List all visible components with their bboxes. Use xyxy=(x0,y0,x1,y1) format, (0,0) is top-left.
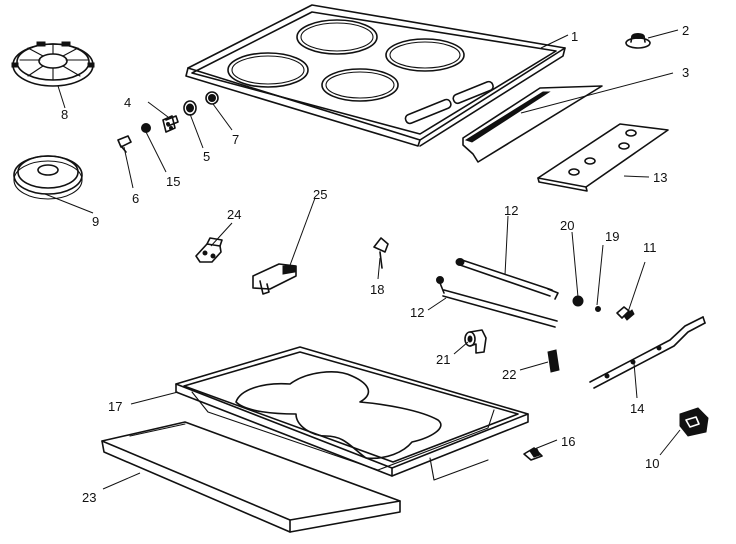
part-7-grommet xyxy=(205,91,219,105)
callout-6: 6 xyxy=(132,191,139,206)
callout-9: 9 xyxy=(92,214,99,229)
part-14-manifold-bar xyxy=(589,316,706,389)
callout-10: 10 xyxy=(645,456,659,471)
part-20-nut xyxy=(572,295,584,307)
callout-16: 16 xyxy=(561,434,575,449)
callout-12-upper: 12 xyxy=(504,203,518,218)
part-15-nut xyxy=(141,123,151,133)
callout-3: 3 xyxy=(682,65,689,80)
part-11-spring xyxy=(616,306,635,321)
part-5-nut xyxy=(183,100,197,116)
callout-22: 22 xyxy=(502,367,516,382)
part-17-burner-box xyxy=(175,346,529,481)
part-12-tube-upper xyxy=(455,258,559,300)
part-12-tube-lower xyxy=(436,276,558,328)
callout-19: 19 xyxy=(605,229,619,244)
callout-labels: 1 2 3 4 5 6 7 8 9 10 11 12 12 13 14 15 1… xyxy=(61,23,689,505)
callout-17: 17 xyxy=(108,399,122,414)
callout-25: 25 xyxy=(313,187,327,202)
callout-1: 1 xyxy=(571,29,578,44)
callout-7: 7 xyxy=(232,132,239,147)
part-2-cap xyxy=(625,33,651,49)
callout-24: 24 xyxy=(227,207,241,222)
leader-lines xyxy=(44,29,681,490)
part-3-trim-strip xyxy=(462,85,603,163)
callout-14: 14 xyxy=(630,401,644,416)
part-21-elbow-fitting xyxy=(464,329,487,354)
callout-5: 5 xyxy=(203,149,210,164)
callout-4: 4 xyxy=(124,95,131,110)
callout-18: 18 xyxy=(370,282,384,297)
part-10-valve xyxy=(679,407,709,437)
part-9-drip-bowl xyxy=(13,155,83,200)
part-25-terminal-block xyxy=(252,263,297,295)
part-4-bracket xyxy=(162,115,179,133)
callout-20: 20 xyxy=(560,218,574,233)
callout-11: 11 xyxy=(643,240,657,255)
part-19-pin xyxy=(595,306,601,312)
callout-21: 21 xyxy=(436,352,450,367)
callout-13: 13 xyxy=(653,170,667,185)
callout-2: 2 xyxy=(682,23,689,38)
part-22-orifice xyxy=(547,349,560,373)
part-23-front-rail xyxy=(101,421,401,533)
part-1-cooktop xyxy=(185,4,566,147)
callout-8: 8 xyxy=(61,107,68,122)
callout-15: 15 xyxy=(166,174,180,189)
callout-23: 23 xyxy=(82,490,96,505)
part-18-terminal-cap xyxy=(373,237,389,269)
part-24-clip xyxy=(195,237,223,263)
part-8-burner-grate xyxy=(11,41,95,87)
part-13-control-plate xyxy=(537,123,669,192)
callout-12-lower: 12 xyxy=(410,305,424,320)
